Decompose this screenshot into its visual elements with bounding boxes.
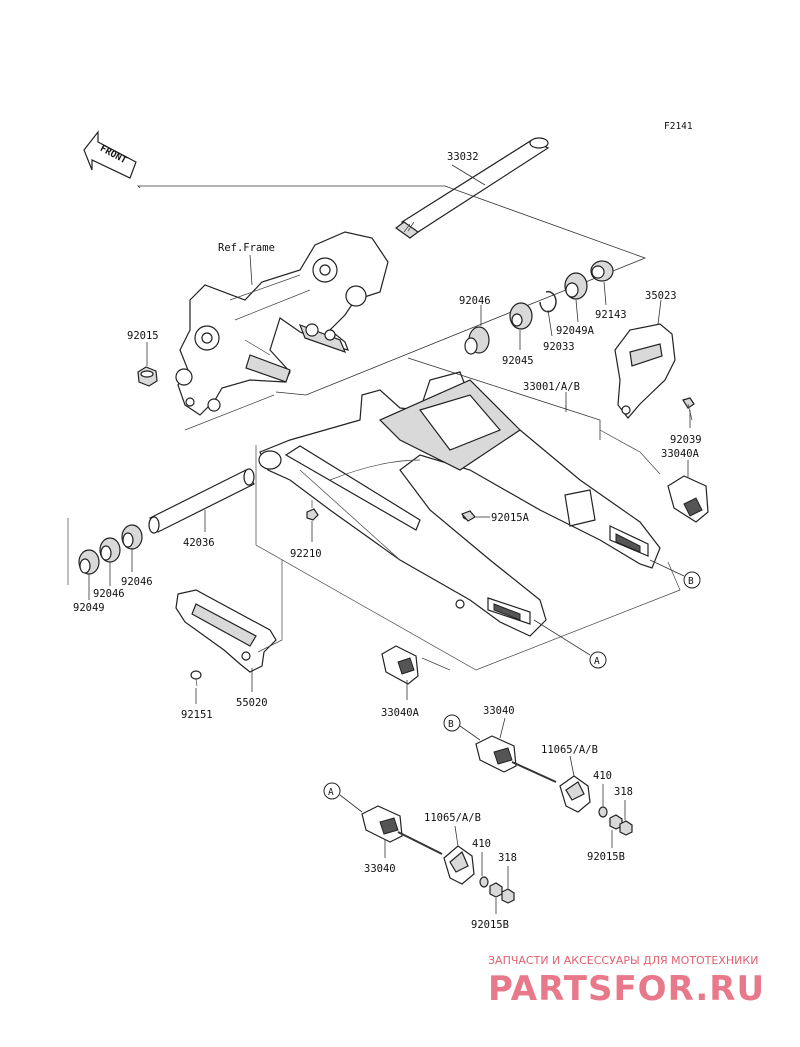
part-label-33032: 33032 [447,151,479,163]
part-label-92015B-a: 92015B [471,919,509,931]
nut-92015 [137,366,158,387]
seal-92049 [78,549,100,575]
part-label-33040A-right: 33040A [661,448,700,460]
chain-slider-55020 [175,589,277,673]
bearing-92046-left-1 [121,524,143,550]
adjuster-33040-a [361,805,403,843]
part-label-318-a: 318 [498,852,517,864]
watermark-tagline: ЗАПЧАСТИ И АКСЕССУАРЫ ДЛЯ МОТОТЕХНИКИ [488,954,758,967]
callout-b-main [683,571,701,589]
bolt-92039 [682,397,695,421]
part-label-92210: 92210 [290,548,322,560]
part-label-11065-b: 11065/A/B [541,744,598,756]
pivot-shaft [394,137,550,239]
callout-b-detail-label: B [448,719,454,730]
washer-410-b [598,806,608,818]
cap-92143 [590,260,614,282]
part-label-92049A: 92049A [556,325,595,337]
bolt-92015A [460,510,476,522]
part-label-92033: 92033 [543,341,575,353]
adjuster-33040-b [475,735,517,773]
adjuster-bolt-11065-b [511,761,591,813]
part-label-92015: 92015 [127,330,159,342]
part-label-33040-a: 33040 [364,863,396,875]
watermark-logo: PARTSFOR.RU [488,969,765,1009]
part-label-92046-top: 92046 [459,295,491,307]
adjuster-bolt-11065-a [397,831,475,885]
part-label-11065-a: 11065/A/B [424,812,481,824]
callout-a-detail-label: A [328,787,334,798]
adjuster-33040A-right [667,475,709,523]
sleeve-42036 [148,468,255,534]
part-label-92015B-b: 92015B [587,851,625,863]
callout-a-main-label: A [594,656,600,667]
part-label-92049: 92049 [73,602,105,614]
part-label-410-a: 410 [472,838,491,850]
frame-reference [175,231,389,416]
callout-a-main [589,651,607,669]
bearing-92046-top [464,326,490,355]
part-label-35023: 35023 [645,290,677,302]
swingarm-33001 [258,371,661,637]
bearing-92046-left-2 [99,537,121,563]
part-label-92151: 92151 [181,709,213,721]
part-label-92046-left-1: 92046 [121,576,153,588]
figure-id: F2141 [664,121,693,132]
ref-frame-label: Ref.Frame [218,242,275,254]
part-label-92045: 92045 [502,355,534,367]
part-label-33040-b: 33040 [483,705,515,717]
washer-410-a [479,876,489,888]
callout-b-main-label: B [688,576,694,587]
nut-92015B-b [609,814,633,836]
front-arrow-icon: FRONT [83,130,137,179]
circlip-92033 [539,290,557,313]
callout-a-detail [323,782,341,800]
part-label-92015A: 92015A [491,512,530,524]
part-label-42036: 42036 [183,537,215,549]
part-label-92143: 92143 [595,309,627,321]
part-label-33001: 33001/A/B [523,381,580,393]
part-label-55020: 55020 [236,697,268,709]
bearing-92049A [564,272,588,300]
part-label-410-b: 410 [593,770,612,782]
nut-92015B-a [489,882,515,904]
part-label-92039: 92039 [670,434,702,446]
chain-guard-35023 [614,323,676,419]
callout-b-detail [443,714,461,732]
screw-92151 [190,670,202,687]
part-label-92046-left-2: 92046 [93,588,125,600]
part-label-318-b: 318 [614,786,633,798]
part-label-33040A-bottom: 33040A [381,707,420,719]
adjuster-33040A-bottom [381,645,419,685]
fitting-92210 [306,500,319,521]
seal-92045 [509,302,533,330]
